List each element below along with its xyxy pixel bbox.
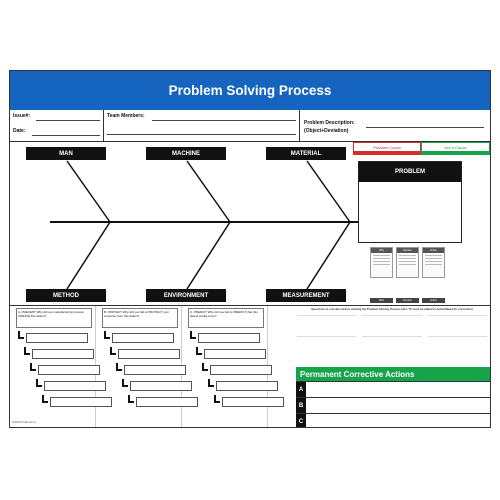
problem-desc-sub: (Object+Deviation) [304,128,349,134]
step-arrow [30,363,36,371]
questions-col-1 [297,315,357,337]
possible-cause-label: Possible Cause [373,144,401,150]
step-arrow [122,379,128,387]
why-card-action-head: Action [423,248,444,253]
why-step-b1[interactable] [112,333,174,343]
date-field[interactable] [32,135,100,136]
category-machine-label: MACHINE [172,150,200,157]
problem-label: PROBLEM [395,169,425,175]
step-arrow [116,363,122,371]
step-arrow [196,347,202,355]
fishbone-diagram [50,160,358,290]
pca-heading-label: Permanent Corrective Actions [300,369,415,379]
category-man: MAN [26,147,106,160]
step-arrow [190,331,196,339]
why-step-a4[interactable] [44,381,106,391]
why-step-c1[interactable] [198,333,260,343]
step-arrow [110,347,116,355]
pill-action: Action [422,298,445,303]
why-step-c2[interactable] [204,349,266,359]
questions-col-3 [427,315,487,337]
possible-cause-legend: Possible Cause [353,142,421,152]
team-cell: Team Members: [104,110,300,142]
questions-col-2 [362,315,422,337]
category-measurement-label: MEASUREMENT [282,292,330,299]
step-arrow [202,363,208,371]
prevent-question[interactable]: A. PREVENT Why did our manufacturing pro… [16,308,92,328]
title-bar: Problem Solving Process [10,71,490,110]
team-field-2[interactable] [107,134,296,135]
why-step-a2[interactable] [32,349,94,359]
pca-row-c[interactable]: C [296,413,490,427]
pca-row-c-label: C [296,414,306,427]
form-footer: FORM-PS-001 Rev A [12,421,36,424]
problem-heading: PROBLEM [359,162,461,182]
problem-box[interactable]: PROBLEM [358,161,462,243]
category-environment: ENVIRONMENT [146,289,226,302]
category-method-label: METHOD [53,292,79,299]
why-step-c4[interactable] [216,381,278,391]
bottom-section [10,305,490,427]
category-method: METHOD [26,289,106,302]
category-man-label: MAN [59,150,73,157]
issue-date-cell: Issue#: Date: [10,110,104,142]
category-material-label: MATERIAL [290,150,322,157]
step-arrow [18,331,24,339]
why-cards: Why Number Action [370,247,445,278]
not-a-cause-legend: Not a Cause [421,142,490,152]
permanent-corrective-actions: Permanent Corrective Actions A B C [296,367,490,427]
problem-desc-cell: Problem Description: (Object+Deviation) [300,110,490,142]
pill-number: Number [396,298,419,303]
page-title: Problem Solving Process [168,83,332,98]
why-card-number-head: Number [397,248,418,253]
step-arrow [128,395,134,403]
protect-question[interactable]: B. PROTECT Why did you fail to PROTECT y… [102,308,178,328]
why-step-a5[interactable] [50,397,112,407]
questions-grid [297,315,487,337]
issue-label: Issue#: [13,113,31,119]
predict-question[interactable]: C. PREDICT Why did you fail to PREDICT t… [188,308,264,328]
step-arrow [208,379,214,387]
why-card-number[interactable]: Number [396,247,419,278]
why-step-a1[interactable] [26,333,88,343]
why-step-a3[interactable] [38,365,100,375]
pca-row-b[interactable]: B [296,397,490,413]
why-step-c3[interactable] [210,365,272,375]
possible-cause-swatch [353,152,421,155]
pca-row-a[interactable]: A [296,381,490,397]
date-label: Date: [13,128,26,134]
problem-desc-label: Problem Description: [304,120,355,126]
problem-desc-field[interactable] [366,127,484,128]
step-arrow [42,395,48,403]
category-measurement: MEASUREMENT [266,289,346,302]
why-step-c5[interactable] [222,397,284,407]
questions-heading: Questions to consider before starting th… [311,307,473,311]
pca-row-b-label: B [296,398,306,413]
why-step-b5[interactable] [136,397,198,407]
why-card-action[interactable]: Action [422,247,445,278]
step-arrow [214,395,220,403]
why-card-who-head: Why [371,248,392,253]
step-arrow [24,347,30,355]
issue-field[interactable] [36,120,100,121]
pca-heading: Permanent Corrective Actions [296,367,490,381]
why-step-b3[interactable] [124,365,186,375]
category-material: MATERIAL [266,147,346,160]
pca-row-a-label: A [296,382,306,397]
step-arrow [104,331,110,339]
team-field[interactable] [152,120,296,121]
why-step-b2[interactable] [118,349,180,359]
problem-solving-board: Problem Solving Process Issue#: Date: Te… [9,70,491,428]
step-arrow [36,379,42,387]
questions-panel: Questions to consider before starting th… [297,307,487,337]
why-step-b4[interactable] [130,381,192,391]
not-a-cause-swatch [421,152,490,155]
why-card-who[interactable]: Why [370,247,393,278]
not-a-cause-label: Not a Cause [444,144,467,150]
team-label: Team Members: [107,113,145,119]
category-machine: MACHINE [146,147,226,160]
pill-who: Who [370,298,393,303]
category-environment-label: ENVIRONMENT [163,292,209,299]
